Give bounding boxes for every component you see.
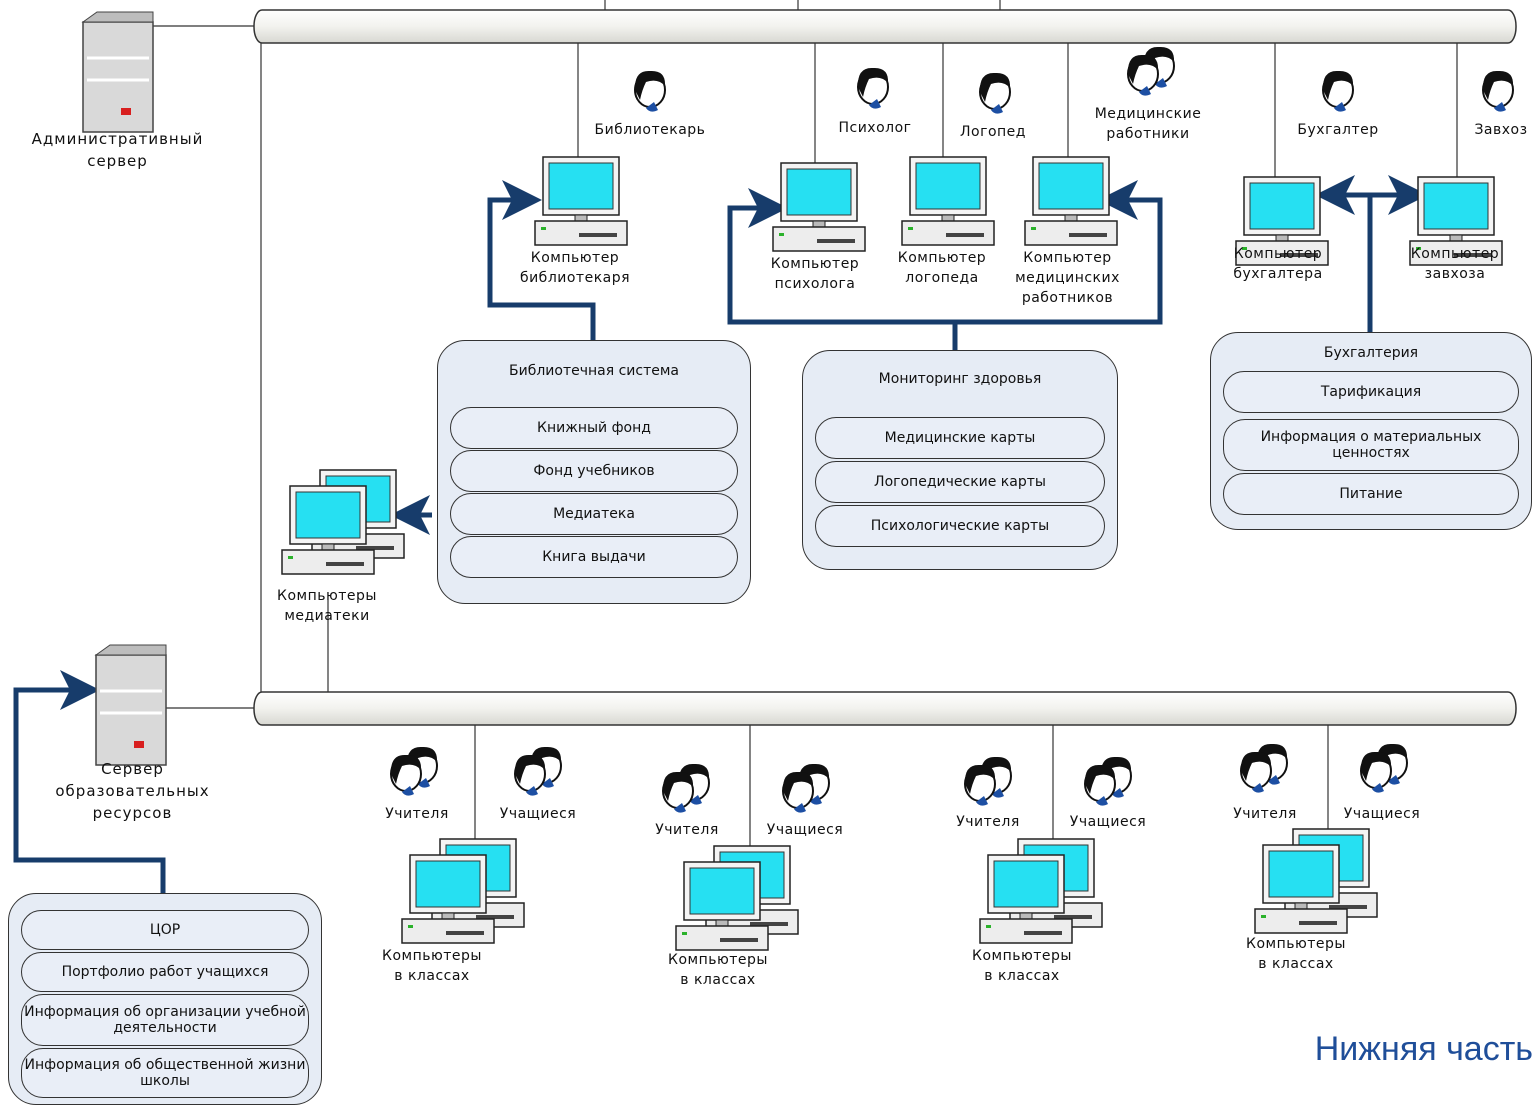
- logoped-label: Логопед: [960, 124, 1026, 140]
- resources-item-org-info: Информация об организации учебной деятел…: [21, 994, 309, 1046]
- pc-class-2-icon: [676, 846, 798, 950]
- health-monitoring-panel: Мониторинг здоровья Медицинские карты Ло…: [802, 350, 1118, 570]
- library-item-book-fund: Книжный фонд: [450, 407, 738, 449]
- logoped-person-icon: [978, 71, 1012, 115]
- accountant-person-icon: [1321, 69, 1355, 113]
- resources-item-cor: ЦОР: [21, 910, 309, 950]
- teachers-4-label: Учителя: [1233, 806, 1297, 822]
- students-1-label: Учащиеся: [499, 806, 577, 822]
- pc-class-4-icon: [1255, 829, 1377, 933]
- accounting-title: Бухгалтерия: [1323, 345, 1419, 361]
- psychologist-label: Психолог: [838, 120, 912, 136]
- students-4-people-icon: [1361, 744, 1407, 793]
- students-3-label: Учащиеся: [1069, 814, 1147, 830]
- accounting-item-tariff: Тарификация: [1223, 371, 1519, 413]
- accounting-item-food: Питание: [1223, 473, 1519, 515]
- students-1-people-icon: [515, 747, 561, 796]
- library-item-mediateka: Медиатека: [450, 493, 738, 535]
- students-2-label: Учащиеся: [766, 822, 844, 838]
- top-network-bus: [253, 9, 1517, 44]
- students-4-label: Учащиеся: [1343, 806, 1421, 822]
- pc-medical-icon: [1024, 156, 1118, 246]
- psychologist-person-icon: [856, 66, 890, 110]
- health-monitoring-title: Мониторинг здоровья: [878, 371, 1042, 387]
- pc-librarian-icon: [534, 156, 628, 246]
- health-item-medical-cards: Медицинские карты: [815, 417, 1105, 459]
- accounting-item-material-info: Информация о материальных ценностях: [1223, 419, 1519, 471]
- teachers-3-label: Учителя: [956, 814, 1020, 830]
- students-3-people-icon: [1085, 757, 1131, 806]
- admin-server-icon: [81, 10, 155, 134]
- students-2-people-icon: [783, 764, 829, 813]
- health-item-logoped-cards: Логопедические карты: [815, 461, 1105, 503]
- accountant-label: Бухгалтер: [1297, 122, 1379, 138]
- teachers-3-people-icon: [965, 757, 1011, 806]
- resources-item-portfolio: Портфолио работ учащихся: [21, 952, 309, 992]
- data-flow-arrows: [13, 175, 1428, 893]
- medical-people-icon: [1128, 47, 1174, 96]
- edu-resources-panel: ЦОР Портфолио работ учащихся Информация …: [8, 893, 322, 1105]
- health-item-psych-cards: Психологические карты: [815, 505, 1105, 547]
- pc-mediateka-icon: [282, 470, 404, 574]
- edu-server-icon: [94, 643, 168, 767]
- library-item-textbooks: Фонд учебников: [450, 450, 738, 492]
- pc-logoped-icon: [901, 156, 995, 246]
- pc-psychologist-icon: [772, 162, 866, 252]
- accounting-panel: Бухгалтерия Тарификация Информация о мат…: [1210, 332, 1532, 530]
- bottom-network-bus: [253, 691, 1517, 726]
- manager-person-icon: [1481, 69, 1515, 113]
- librarian-label: Библиотекарь: [594, 122, 706, 138]
- pc-class-3-icon: [980, 839, 1102, 943]
- teachers-1-people-icon: [391, 747, 437, 796]
- teachers-2-label: Учителя: [655, 822, 719, 838]
- teachers-4-people-icon: [1241, 744, 1287, 793]
- pc-class-1-icon: [402, 839, 524, 943]
- teachers-2-people-icon: [663, 764, 709, 813]
- manager-label: Завхоз: [1474, 122, 1528, 138]
- teachers-1-label: Учителя: [385, 806, 449, 822]
- library-system-panel: Библиотечная система Книжный фонд Фонд у…: [437, 340, 751, 604]
- librarian-person-icon: [633, 69, 667, 113]
- library-system-title: Библиотечная система: [509, 363, 679, 379]
- connection-lines: [150, 0, 1458, 860]
- footer-caption: Нижняя часть: [1314, 1030, 1533, 1068]
- resources-item-social-info: Информация об общественной жизни школы: [21, 1048, 309, 1098]
- library-item-loan-book: Книга выдачи: [450, 536, 738, 578]
